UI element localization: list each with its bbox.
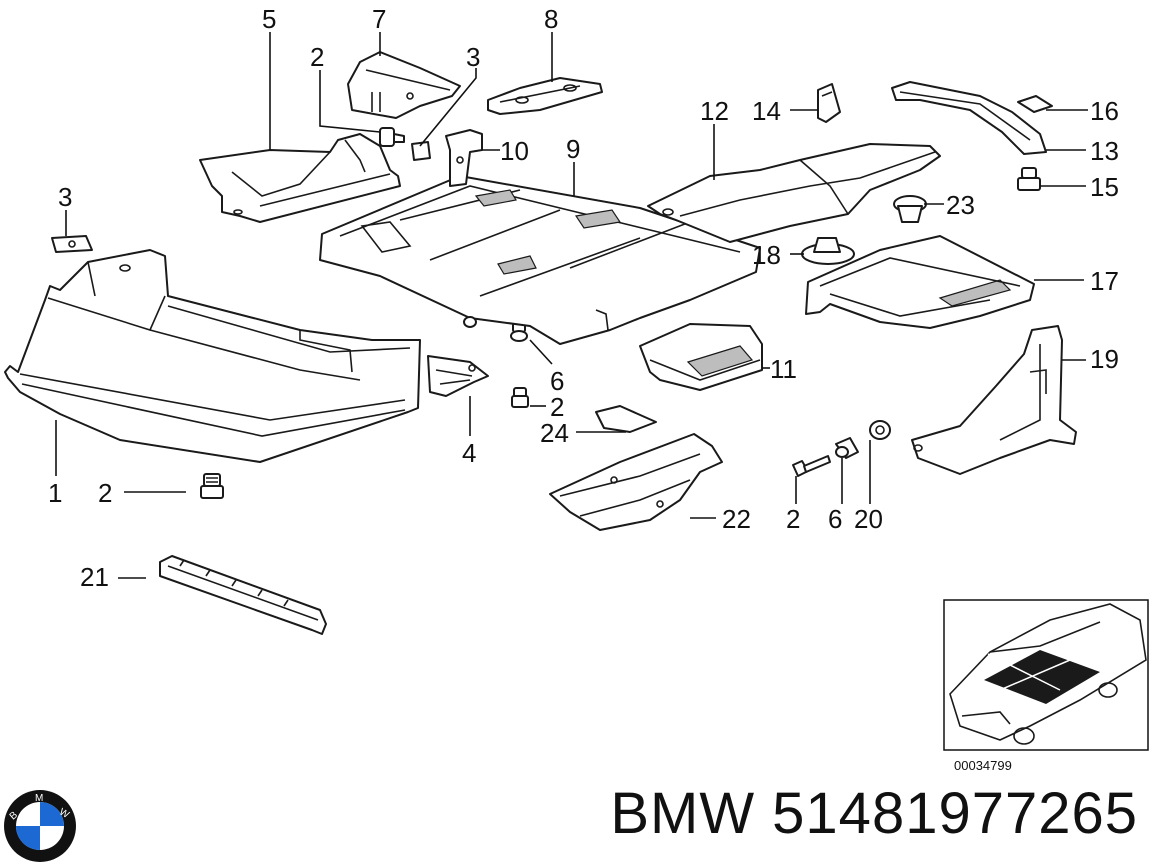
part-17-panel bbox=[805, 235, 1035, 329]
callout-14: 14 bbox=[752, 96, 781, 126]
callout-12: 12 bbox=[700, 96, 729, 126]
callout-7: 7 bbox=[372, 4, 386, 34]
part-2-bolt-mid bbox=[511, 387, 529, 408]
brand-part-number: BMW 51481977265 bbox=[610, 781, 1138, 846]
callout-5: 5 bbox=[262, 4, 276, 34]
part-19-bracket bbox=[911, 325, 1077, 475]
callout-2: 2 bbox=[310, 42, 324, 72]
part-23-plug bbox=[893, 195, 927, 223]
svg-text:M: M bbox=[35, 793, 43, 804]
callout-2: 2 bbox=[786, 504, 800, 534]
part-12-duct bbox=[647, 143, 941, 243]
inset-locator: 00034799 bbox=[943, 599, 1149, 773]
part-9-main-tray bbox=[319, 175, 761, 345]
part-8-plate bbox=[487, 77, 603, 115]
part-5-duct bbox=[199, 133, 401, 223]
part-2-bolt-top bbox=[379, 127, 405, 147]
part-24-plate bbox=[595, 405, 657, 433]
callout-4: 4 bbox=[462, 438, 476, 468]
part-20-nut bbox=[869, 420, 891, 440]
part-3-clip-left bbox=[51, 235, 93, 253]
part-4-bracket bbox=[427, 355, 489, 397]
part-7-bracket bbox=[347, 51, 461, 119]
callout-20: 20 bbox=[854, 504, 883, 534]
callout-13: 13 bbox=[1090, 136, 1119, 166]
callout-9: 9 bbox=[566, 134, 580, 164]
callout-6: 6 bbox=[828, 504, 842, 534]
callout-6: 6 bbox=[550, 366, 564, 396]
callout-2: 2 bbox=[98, 478, 112, 508]
callout-3: 3 bbox=[58, 182, 72, 212]
part-13-strut bbox=[891, 81, 1047, 155]
part-2-bolt-right bbox=[792, 455, 831, 477]
part-14-clip bbox=[817, 83, 841, 123]
leader-lines bbox=[55, 32, 1088, 579]
part-10-bracket bbox=[445, 129, 483, 187]
part-11-insert bbox=[639, 323, 763, 391]
callout-21: 21 bbox=[80, 562, 109, 592]
callout-24: 24 bbox=[540, 418, 569, 448]
part-1-front-panel bbox=[4, 249, 421, 463]
callout-2: 2 bbox=[550, 392, 564, 422]
callout-10: 10 bbox=[500, 136, 529, 166]
callout-22: 22 bbox=[722, 504, 751, 534]
callout-15: 15 bbox=[1090, 172, 1119, 202]
bmw-logo: B M W bbox=[4, 790, 76, 862]
part-2-bolt-front bbox=[200, 473, 224, 499]
callout-8: 8 bbox=[544, 4, 558, 34]
callout-23: 23 bbox=[946, 190, 975, 220]
callout-3: 3 bbox=[466, 42, 480, 72]
callout-17: 17 bbox=[1090, 266, 1119, 296]
inset-car-illustration bbox=[949, 603, 1147, 745]
part-21-strip bbox=[159, 555, 327, 635]
part-18-grommet bbox=[801, 237, 855, 265]
callout-18: 18 bbox=[752, 240, 781, 270]
part-22-shield bbox=[549, 433, 723, 531]
callout-19: 19 bbox=[1090, 344, 1119, 374]
inset-code: 00034799 bbox=[954, 758, 1012, 773]
callout-1: 1 bbox=[48, 478, 62, 508]
part-6-plug-right bbox=[835, 437, 859, 459]
part-16-clip bbox=[1017, 95, 1053, 113]
callout-11: 11 bbox=[770, 354, 797, 384]
callout-labels: 5 7 8 2 3 12 14 16 10 9 13 3 15 23 18 17… bbox=[48, 4, 1119, 592]
callout-16: 16 bbox=[1090, 96, 1119, 126]
part-15-nut bbox=[1017, 167, 1041, 191]
